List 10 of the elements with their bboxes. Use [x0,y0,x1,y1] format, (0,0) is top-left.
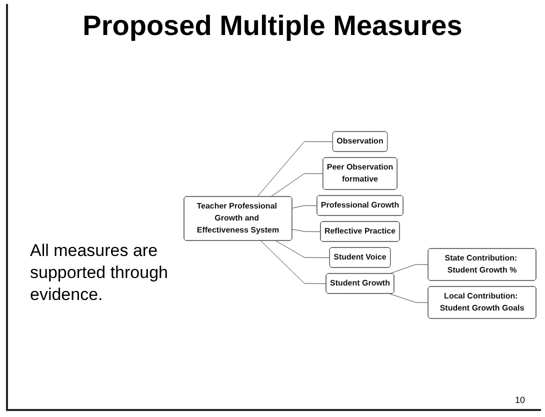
connector [389,293,429,303]
connector [270,173,324,198]
connector [275,240,330,258]
connector [292,229,321,232]
connector [256,141,334,198]
page-number: 10 [514,395,525,405]
title: Proposed Multiple Measures [82,10,464,42]
connector [260,240,327,284]
connector [292,205,318,208]
note-text: All measures are supported through evidence. [30,240,169,306]
